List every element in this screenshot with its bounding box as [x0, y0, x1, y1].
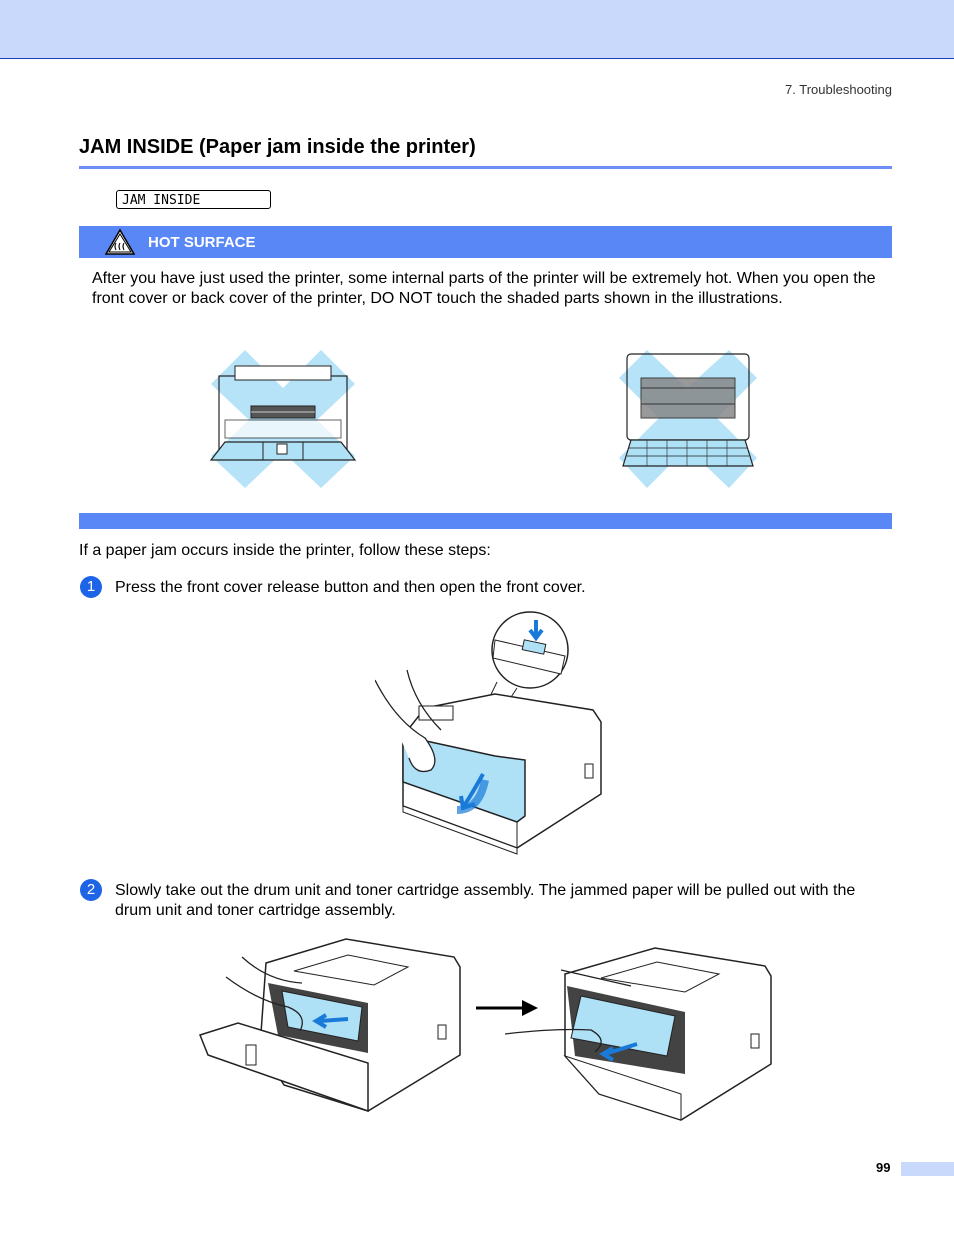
pull-out-jammed-paper-illustration — [505, 947, 772, 1121]
page-number: 99 — [876, 1160, 891, 1175]
step-1-badge: 1 — [80, 576, 102, 598]
intro-text: If a paper jam occurs inside the printer… — [79, 542, 491, 559]
printer-back-hot-illustration — [619, 350, 757, 488]
printer-front-hot-illustration — [209, 350, 357, 488]
chapter-label: 7. Troubleshooting — [785, 82, 892, 97]
warning-end-bar — [79, 513, 892, 529]
next-step-arrow — [476, 1000, 538, 1016]
step-2-text: Slowly take out the drum unit and toner … — [115, 882, 856, 919]
warning-bar: HOT SURFACE — [79, 226, 892, 258]
lcd-message: JAM INSIDE — [116, 190, 271, 209]
header-band — [0, 0, 954, 59]
step-1-text: Press the front cover release button and… — [115, 579, 586, 596]
open-front-cover-illustration — [375, 611, 602, 855]
remove-drum-unit-illustration — [199, 938, 461, 1113]
hot-surface-warning-icon — [104, 228, 136, 255]
warning-label: HOT SURFACE — [148, 234, 256, 251]
warning-text: After you have just used the printer, so… — [92, 270, 876, 307]
title-rule — [79, 166, 892, 169]
step-2-badge: 2 — [80, 879, 102, 901]
section-title: JAM INSIDE (Paper jam inside the printer… — [79, 136, 476, 158]
page-tab — [901, 1162, 954, 1176]
